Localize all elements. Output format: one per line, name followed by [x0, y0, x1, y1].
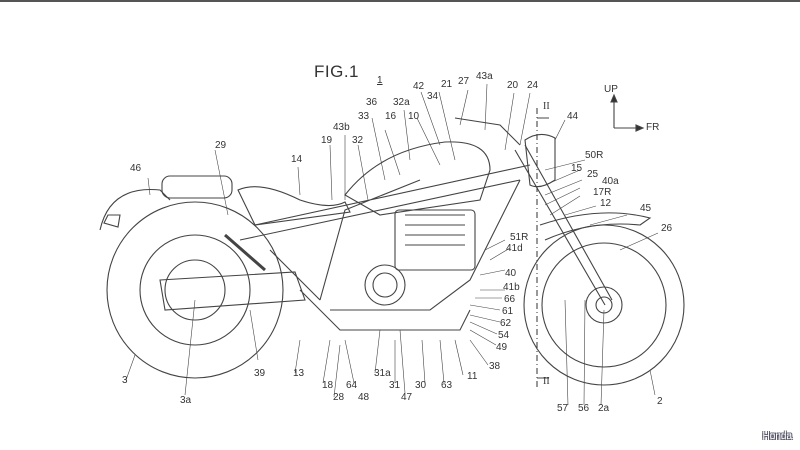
- part-label: 34: [427, 91, 439, 102]
- part-label: 31: [389, 380, 401, 391]
- part-label: 56: [578, 403, 590, 414]
- pillion-seat: [161, 175, 233, 199]
- rear-shock: [224, 233, 266, 272]
- part-label: 12: [600, 198, 612, 209]
- part-label: 32: [352, 135, 364, 146]
- part-label: 51R: [510, 232, 529, 243]
- reference-numeral: 1: [377, 75, 383, 86]
- part-label: 40: [505, 268, 517, 279]
- part-label: 63: [441, 380, 453, 391]
- part-label: 46: [130, 163, 142, 174]
- part-label: 15: [571, 163, 583, 174]
- tail-light: [103, 214, 121, 228]
- part-label: 39: [254, 368, 266, 379]
- part-label: 3a: [180, 395, 192, 406]
- part-label: 42: [413, 81, 425, 92]
- leader-lines: [125, 83, 659, 406]
- part-label: 28: [333, 392, 345, 403]
- part-label: 29: [215, 140, 227, 151]
- part-label: 19: [321, 135, 333, 146]
- part-label: 10: [408, 111, 420, 122]
- part-label: 36: [366, 97, 378, 108]
- part-label: 41b: [503, 282, 520, 293]
- part-label: 17R: [593, 187, 612, 198]
- engine: [364, 209, 476, 306]
- part-label: 45: [640, 203, 652, 214]
- part-label: 26: [661, 223, 673, 234]
- part-label: 48: [358, 392, 370, 403]
- part-label: 25: [587, 169, 599, 180]
- rear-fender: [99, 188, 171, 231]
- part-label: 30: [415, 380, 427, 391]
- headlight: [524, 133, 556, 188]
- exhaust: [159, 271, 471, 331]
- part-label: 24: [527, 80, 539, 91]
- honda-watermark: Honda: [762, 431, 792, 442]
- part-label: 40a: [602, 176, 619, 187]
- part-label: 47: [401, 392, 413, 403]
- part-label: 2a: [598, 403, 610, 414]
- frame: [239, 164, 531, 311]
- part-label: 54: [498, 330, 510, 341]
- part-label: 16: [385, 111, 397, 122]
- direction-front-label: FR: [646, 122, 660, 133]
- part-label: 50R: [585, 150, 604, 161]
- part-label: 2: [657, 396, 663, 407]
- handlebar: [454, 117, 521, 146]
- section-marker-top: II: [543, 101, 550, 112]
- section-marker-bottom: II: [543, 376, 550, 387]
- direction-up-label: UP: [604, 84, 618, 95]
- figure-title: FIG.1: [314, 62, 360, 81]
- front-fender: [539, 212, 652, 241]
- part-label: 33: [358, 111, 370, 122]
- part-label: 13: [293, 368, 305, 379]
- part-label: 64: [346, 380, 358, 391]
- part-label: 49: [496, 342, 508, 353]
- part-label: 21: [441, 79, 453, 90]
- part-label: 14: [291, 154, 303, 165]
- fuel-tank: [344, 141, 491, 216]
- part-label: 41d: [506, 243, 523, 254]
- part-label: 61: [502, 306, 514, 317]
- part-label: 44: [567, 111, 579, 122]
- part-label: 32a: [393, 97, 410, 108]
- part-label: 3: [122, 375, 128, 386]
- part-label: 43b: [333, 122, 350, 133]
- part-label: 38: [489, 361, 501, 372]
- part-label: 62: [500, 318, 512, 329]
- part-label: 31a: [374, 368, 391, 379]
- rider-seat: [237, 186, 351, 226]
- part-label: 11: [467, 371, 478, 382]
- part-label: 57: [557, 403, 569, 414]
- rear-wheel: [106, 201, 284, 379]
- part-label: 27: [458, 76, 470, 87]
- part-label: 43a: [476, 71, 493, 82]
- part-label: 66: [504, 294, 516, 305]
- top-border: [0, 0, 800, 2]
- front-fork: [514, 144, 613, 306]
- front-wheel: [523, 224, 685, 386]
- part-label: 20: [507, 80, 519, 91]
- part-label: 18: [322, 380, 334, 391]
